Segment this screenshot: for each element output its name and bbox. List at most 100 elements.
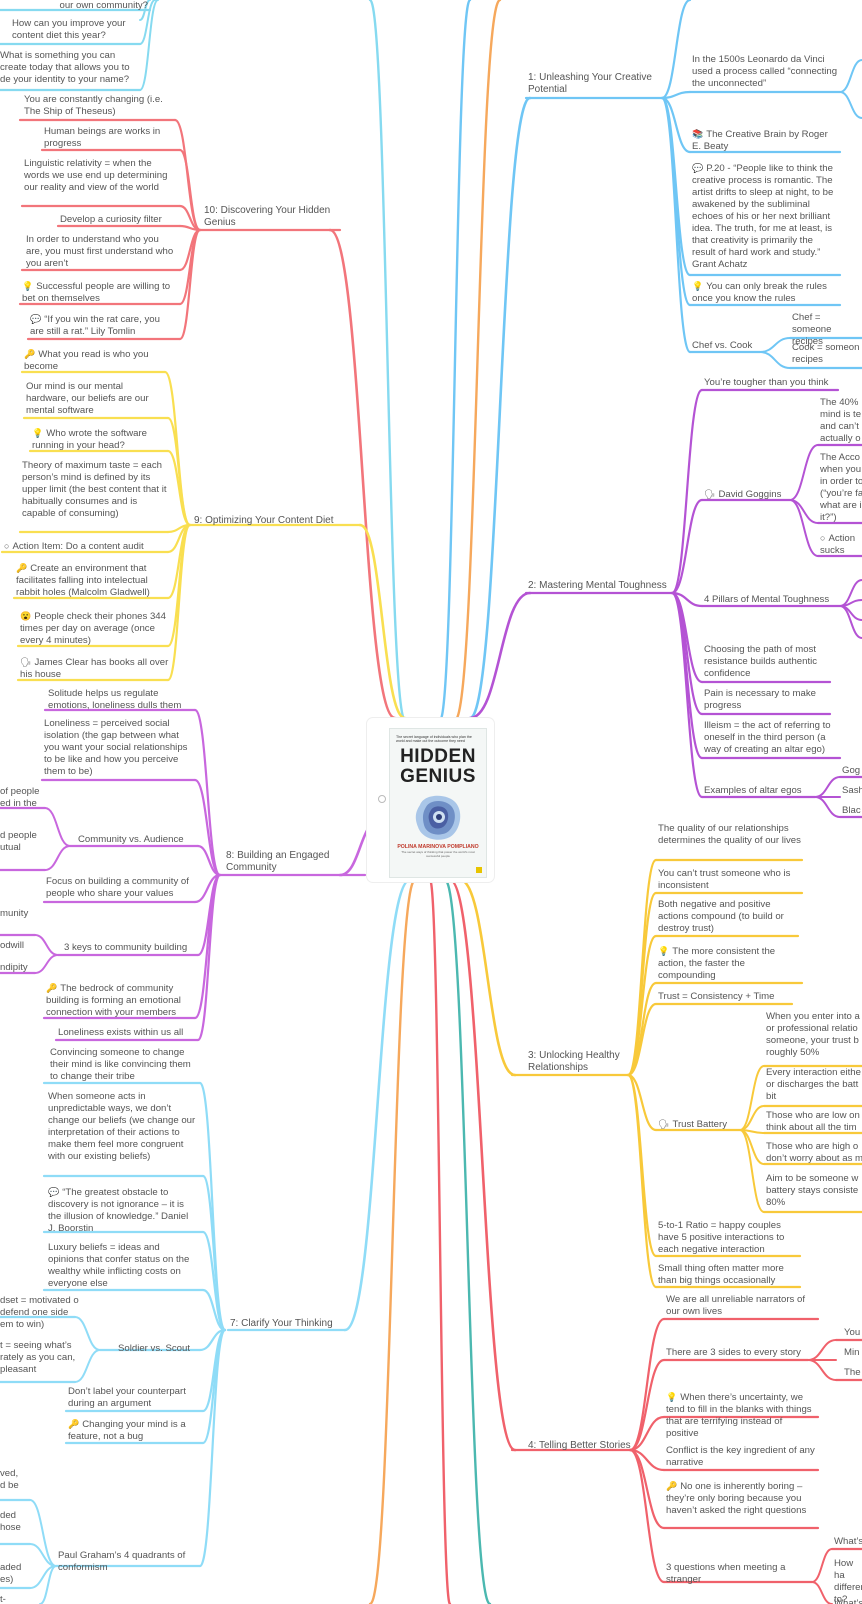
node-high-trust[interactable]: Those who are high o don’t worry about a… — [766, 1141, 862, 1165]
node-david-goggins[interactable]: 🗣David Goggins — [704, 488, 790, 501]
node-community-definition[interactable]: d people utual — [0, 830, 45, 854]
node-trust-formula[interactable]: Trust = Consistency + Time — [658, 991, 793, 1003]
node-phone-checks[interactable]: 😮People check their phones 344 times per… — [20, 610, 170, 647]
node-boorstin-quote[interactable]: 💬“The greatest obstacle to discovery is … — [48, 1186, 198, 1235]
node-unreliable-narrators[interactable]: We are all unreliable narrators of our o… — [666, 1294, 816, 1318]
node-low-trust[interactable]: Those who are low on think about all the… — [766, 1110, 862, 1134]
topic-3-healthy-relationships[interactable]: 3: Unlocking Healthy Relationships — [528, 1050, 628, 1074]
node-serendipity[interactable]: ndipity — [0, 962, 30, 974]
node-whats-bothering[interactable]: What’s — [834, 1598, 862, 1604]
node-action-item-sucks[interactable]: ○Action sucks — [820, 532, 862, 557]
node-path-of-most-resistance[interactable]: Choosing the path of most resistance bui… — [704, 644, 832, 680]
node-maximum-taste[interactable]: Theory of maximum taste = each person’s … — [22, 460, 167, 520]
node-quality-of-relationships[interactable]: The quality of our relationships determi… — [658, 823, 803, 847]
node-ship-of-theseus[interactable]: You are constantly changing (i.e. The Sh… — [24, 94, 174, 118]
node-no-one-is-boring[interactable]: 🔑No one is inherently boring – they’re o… — [666, 1480, 816, 1517]
node-4-pillars[interactable]: 4 Pillars of Mental Toughness — [704, 594, 844, 606]
node-loneliness-within[interactable]: Loneliness exists within us all — [58, 1027, 198, 1039]
node-goggins[interactable]: Gog — [842, 765, 862, 777]
node-consistency-compounding[interactable]: 💡The more consistent the action, the fas… — [658, 945, 803, 982]
topic-7-clarify-thinking[interactable]: 7: Clarify Your Thinking — [230, 1318, 345, 1330]
node-emotional-connection[interactable]: 🔑The bedrock of community building is fo… — [46, 982, 196, 1019]
node-4-quadrants[interactable]: Paul Graham’s 4 quadrants of conformism — [58, 1550, 198, 1574]
node-uncertainty-blanks[interactable]: 💡When there’s uncertainty, we tend to fi… — [666, 1391, 816, 1440]
node-own-community[interactable]: our own community? — [0, 0, 148, 12]
central-topic-book[interactable]: The secret language of individuals who p… — [367, 718, 494, 882]
node-soldier-vs-scout[interactable]: Soldier vs. Scout — [118, 1343, 208, 1355]
topic-1-creative-potential[interactable]: 1: Unleashing Your Creative Potential — [528, 72, 658, 96]
node-solitude[interactable]: Solitude helps us regulate emotions, lon… — [48, 688, 195, 712]
node-james-clear[interactable]: 🗣James Clear has books all over his hous… — [20, 656, 170, 681]
node-dont-label[interactable]: Don’t label your counterpart during an a… — [68, 1386, 198, 1410]
node-trust-battery[interactable]: 🗣Trust Battery — [658, 1118, 740, 1131]
node-bet-on-themselves[interactable]: 💡Successful people are willing to bet on… — [22, 280, 172, 305]
node-3-sides[interactable]: There are 3 sides to every story — [666, 1347, 816, 1359]
node-audience-definition[interactable]: of people ed in the — [0, 786, 45, 810]
node-works-in-progress[interactable]: Human beings are works in progress — [44, 126, 174, 150]
node-change-tribe[interactable]: Convincing someone to change their mind … — [50, 1047, 200, 1083]
node-battery-above-80[interactable]: Aim to be someone w battery stays consis… — [766, 1173, 862, 1209]
node-sasha-fierce[interactable]: Sash — [842, 785, 862, 797]
node-improve-content-diet[interactable]: How can you improve your content diet th… — [12, 18, 140, 42]
node-conventional-passive[interactable]: ved, d be — [0, 1468, 20, 1492]
node-community-vs-audience[interactable]: Community vs. Audience — [78, 834, 198, 846]
node-break-the-rules[interactable]: 💡You can only break the rules once you k… — [692, 280, 837, 305]
node-5-to-1-ratio[interactable]: 5-to-1 Ratio = happy couples have 5 posi… — [658, 1220, 798, 1256]
node-linguistic-relativity[interactable]: Linguistic relativity = when the words w… — [24, 158, 174, 194]
node-the-truth[interactable]: The — [844, 1367, 862, 1379]
node-mental-hardware[interactable]: Our mind is our mental hardware, our bel… — [26, 381, 166, 417]
node-creative-brain-book[interactable]: 📚The Creative Brain by Roger E. Beaty — [692, 128, 837, 153]
node-actions-compound[interactable]: Both negative and positive actions compo… — [658, 899, 798, 935]
node-independent-aggressive[interactable]: t- — [0, 1594, 20, 1604]
node-3-questions[interactable]: 3 questions when meeting a stranger — [666, 1562, 806, 1586]
node-trust-battery-50[interactable]: When you enter into a or professional re… — [766, 1011, 862, 1059]
node-altar-egos[interactable]: Examples of altar egos — [704, 785, 814, 797]
node-3-keys-community[interactable]: 3 keys to community building — [64, 942, 199, 954]
node-chef-definition[interactable]: Chef = someone recipes — [792, 312, 862, 348]
node-trust-inconsistent[interactable]: You can’t trust someone who is inconsist… — [658, 868, 803, 892]
node-illeism[interactable]: Illeism = the act of referring to onesel… — [704, 720, 842, 756]
node-scout-mindset[interactable]: t = seeing what’s rately as you can, ple… — [0, 1340, 80, 1376]
node-content-audit[interactable]: ○Action Item: Do a content audit — [4, 540, 169, 553]
node-goodwill[interactable]: odwill — [0, 940, 30, 952]
node-soldier-mindset[interactable]: dset = motivated o defend one side em to… — [0, 1295, 80, 1331]
node-luxury-beliefs[interactable]: Luxury beliefs = ideas and opinions that… — [48, 1242, 198, 1290]
node-conventional-aggressive[interactable]: ded hose — [0, 1510, 21, 1534]
node-how-different[interactable]: How ha differen to? — [834, 1558, 862, 1604]
node-decouple-identity[interactable]: What is something you can create today t… — [0, 50, 135, 86]
node-who-wrote-software[interactable]: 💡Who wrote the software running in your … — [32, 427, 167, 452]
node-who-you-arent[interactable]: In order to understand who you are, you … — [26, 234, 176, 270]
topic-8-engaged-community[interactable]: 8: Building an Engaged Community — [226, 850, 346, 874]
node-tougher-than-you-think[interactable]: You’re tougher than you think — [704, 377, 839, 389]
node-independent-passive[interactable]: aded es) — [0, 1562, 21, 1586]
topic-2-mental-toughness[interactable]: 2: Mastering Mental Toughness — [528, 580, 673, 592]
node-yours[interactable]: You — [844, 1327, 862, 1339]
node-conflict-narrative[interactable]: Conflict is the key ingredient of any na… — [666, 1445, 816, 1469]
node-chef-vs-cook[interactable]: Chef vs. Cook — [692, 340, 762, 352]
node-rabbit-holes[interactable]: 🔑Create an environment that facilitates … — [16, 562, 166, 599]
node-shared-values[interactable]: Focus on building a community of people … — [46, 876, 196, 900]
topic-4-better-stories[interactable]: 4: Telling Better Stories — [528, 1440, 658, 1452]
node-cook-definition[interactable]: Cook = someon recipes — [792, 342, 862, 366]
node-what-you-read[interactable]: 🔑What you read is who you become — [24, 348, 169, 373]
node-unpredictable-ways[interactable]: When someone acts in unpredictable ways,… — [48, 1091, 196, 1163]
node-mine[interactable]: Min — [844, 1347, 862, 1359]
node-40-percent-rule[interactable]: The 40% mind is te and can’t actually o — [820, 397, 862, 445]
topic-10-hidden-genius[interactable]: 10: Discovering Your Hidden Genius — [204, 205, 342, 229]
node-rat-race-quote[interactable]: 💬“If you win the rat care, you are still… — [30, 313, 175, 338]
node-da-vinci[interactable]: In the 1500s Leonardo da Vinci used a pr… — [692, 54, 840, 90]
node-charges-discharges[interactable]: Every interaction eithe or discharges th… — [766, 1067, 862, 1103]
node-pain-is-necessary[interactable]: Pain is necessary to make progress — [704, 688, 832, 712]
node-shared-vision[interactable]: munity — [0, 908, 30, 920]
node-grant-achatz-quote[interactable]: 💬P.20 - “People like to think the creati… — [692, 162, 837, 271]
node-changing-your-mind[interactable]: 🔑Changing your mind is a feature, not a … — [68, 1418, 198, 1443]
node-curiosity-filter[interactable]: Develop a curiosity filter — [60, 214, 180, 226]
node-small-things[interactable]: Small thing often matter more than big t… — [658, 1263, 798, 1287]
topic-9-content-diet[interactable]: 9: Optimizing Your Content Diet — [194, 515, 354, 527]
node-loneliness-definition[interactable]: Loneliness = perceived social isolation … — [44, 718, 194, 778]
node-accountability-mirror[interactable]: The Acco when you in order to (“you’re f… — [820, 452, 862, 524]
node-whats-your-story[interactable]: What’s — [834, 1536, 862, 1548]
node-black-mamba[interactable]: Blac — [842, 805, 862, 817]
collapse-handle[interactable] — [378, 795, 386, 803]
